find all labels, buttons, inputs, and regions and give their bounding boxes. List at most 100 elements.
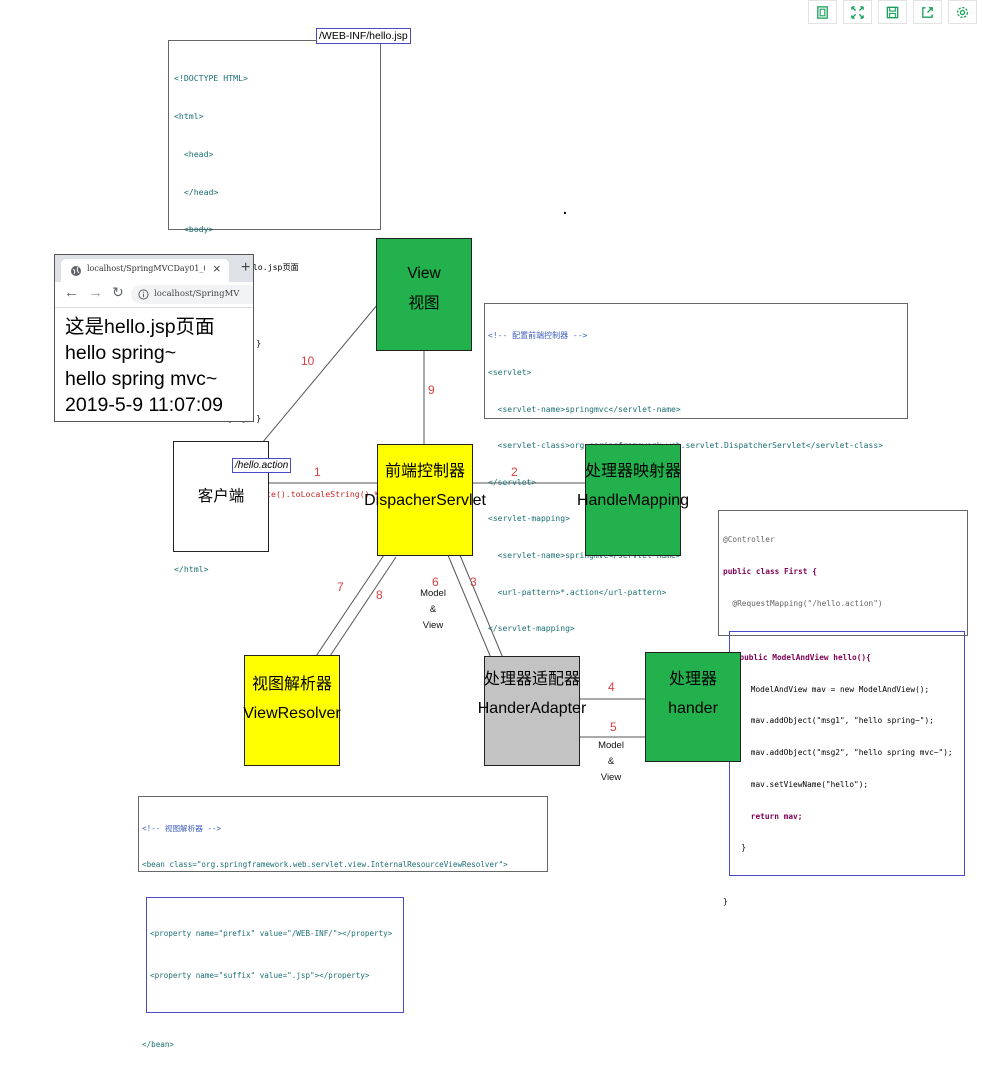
code-line: @RequestMapping("/hello.action") — [723, 599, 963, 610]
step-label-9: 9 — [428, 383, 435, 397]
view-text: View — [600, 772, 622, 783]
step-label-7: 7 — [337, 580, 344, 594]
controller-code-text: @Controller public class First { @Reques… — [723, 514, 965, 929]
view-resolver-label-zh: 视图解析器 — [251, 676, 332, 693]
stray-dot: . — [563, 201, 567, 217]
settings-button[interactable] — [948, 0, 977, 24]
handler-adapter-label-zh: 处理器适配器 — [484, 671, 581, 688]
share-icon — [922, 6, 933, 18]
model-text: Model — [598, 740, 624, 751]
reload-icon[interactable]: ↻ — [112, 284, 124, 300]
model-text: Model — [420, 588, 446, 599]
xml-line: </bean> — [142, 1040, 175, 1049]
tab-close-icon[interactable]: × — [213, 261, 221, 276]
step-label-5: 5 — [610, 720, 617, 734]
dispatcher-node-label-en: DispacherServlet — [364, 492, 486, 509]
xml-line: <!-- 视图解析器 --> — [142, 824, 222, 833]
browser-tab[interactable]: localhost/SpringMVCDay01_02_i × — [61, 259, 229, 282]
step-label-6: 6 — [432, 575, 439, 589]
jsp-line: <head> — [174, 148, 214, 159]
view-resolver-node: 视图解析器 ViewResolver — [243, 655, 341, 766]
save-button[interactable] — [878, 0, 907, 24]
page-line: 2019-5-9 11:07:09 — [65, 394, 223, 416]
dispatcher-xml-box: <!-- 配置前端控制器 --> <servlet> <servlet-name… — [484, 303, 908, 633]
step-label-2: 2 — [511, 465, 518, 479]
browser-page-content: 这是hello.jsp页面 hello spring~ hello spring… — [55, 308, 253, 418]
handler-label-zh: 处理器 — [668, 671, 717, 688]
share-button[interactable] — [913, 0, 942, 24]
top-toolbar — [808, 0, 977, 24]
line-dispatcher-to-adapter-a — [444, 547, 492, 659]
info-icon — [138, 289, 149, 300]
line-dispatcher-to-resolver-b — [323, 556, 397, 666]
ampersand-text: & — [429, 604, 437, 615]
handler-mapping-node: 处理器映射器 HandleMapping — [577, 444, 689, 556]
code-line: } — [723, 897, 728, 907]
client-url-tag: /hello.action — [232, 458, 292, 473]
xml-line: <bean class="org.springframework.web.ser… — [142, 860, 508, 869]
jsp-line: </head> — [174, 186, 219, 197]
fit-page-icon — [817, 5, 828, 19]
view-node-label-en: View — [407, 265, 441, 282]
view-text: View — [422, 620, 444, 631]
controller-code-box: @Controller public class First { @Reques… — [718, 510, 968, 906]
browser-window: localhost/SpringMVCDay01_02_i × + ← → ↻ … — [54, 254, 254, 422]
handler-node: 处理器 hander — [645, 652, 741, 762]
code-line: mav.addObject("msg1", "hello spring~"); — [732, 716, 934, 726]
code-line: return mav; — [732, 811, 803, 821]
step-label-10: 10 — [301, 354, 315, 368]
jsp-line: <html> — [174, 110, 204, 121]
browser-tab-title: localhost/SpringMVCDay01_02_i — [87, 264, 205, 273]
client-node-label: 客户端 — [197, 487, 245, 505]
browser-nav-bar: ← → ↻ localhost/SpringMV — [55, 282, 253, 308]
back-arrow-icon[interactable]: ← — [64, 284, 79, 301]
step-label-1: 1 — [314, 465, 321, 479]
dispatcher-node-label-zh: 前端控制器 — [384, 463, 465, 480]
expand-icon — [851, 5, 864, 19]
jsp-path-tag: /WEB-INF/hello.jsp — [316, 28, 411, 44]
line-dispatcher-to-resolver-a — [309, 554, 385, 666]
xml-line: <servlet-name>springmvc</servlet-name> — [488, 404, 681, 414]
xml-line: <url-pattern>*.action</url-pattern> — [488, 587, 667, 597]
resolver-xml-text: <!-- 视图解析器 --> <bean class="org.springfr… — [142, 799, 544, 1075]
dispatcher-node: 前端控制器 DispacherServlet — [364, 444, 486, 556]
line-view-to-client — [251, 291, 389, 456]
jsp-line: <body> — [174, 224, 214, 235]
page-line: hello spring~ — [65, 342, 177, 364]
handler-adapter-label-en: HanderAdapter — [477, 700, 587, 717]
address-text: localhost/SpringMV — [154, 289, 240, 299]
fit-page-button[interactable] — [808, 0, 837, 24]
code-line: public ModelAndView hello(){ — [730, 652, 871, 662]
code-line: } — [732, 843, 747, 853]
settings-icon — [956, 6, 969, 18]
model-view-label-dispatcher: Model & View — [415, 586, 451, 634]
xml-line: <servlet> — [488, 368, 532, 378]
new-tab-button[interactable]: + — [241, 259, 251, 276]
handler-adapter-node: 处理器适配器 HanderAdapter — [478, 656, 586, 766]
forward-arrow-icon[interactable]: → — [88, 284, 103, 301]
code-line: mav.setViewName("hello"); — [732, 779, 869, 789]
xml-line: <servlet-mapping> — [488, 514, 570, 524]
xml-line: <property name="prefix" value="/WEB-INF/… — [150, 929, 393, 938]
xml-line: </servlet-mapping> — [488, 624, 575, 634]
code-line: mav.addObject("msg2", "hello spring mvc~… — [732, 748, 953, 758]
page-line: hello spring mvc~ — [65, 368, 218, 390]
connector-lines — [251, 291, 645, 738]
jsp-line: </html> — [174, 564, 209, 575]
xml-line: <servlet-class>org.springframework.web.s… — [488, 441, 883, 451]
property-highlight: <property name="prefix" value="/WEB-INF/… — [146, 897, 404, 1013]
view-node-label-zh: 视图 — [408, 295, 440, 312]
code-line: ModelAndView mav = new ModelAndView(); — [732, 684, 930, 694]
expand-button[interactable] — [843, 0, 872, 24]
code-line: public class First { — [723, 566, 817, 576]
jsp-line: <!DOCTYPE HTML> — [174, 73, 248, 84]
globe-icon — [71, 266, 81, 276]
step-label-8: 8 — [376, 588, 383, 602]
method-highlight: public ModelAndView hello(){ ModelAndVie… — [729, 630, 965, 877]
xml-line: </servlet> — [488, 477, 537, 487]
code-line: @Controller — [723, 535, 775, 545]
address-bar[interactable]: localhost/SpringMV — [131, 285, 253, 304]
resolver-xml-box: <!-- 视图解析器 --> <bean class="org.springfr… — [138, 796, 548, 1049]
xml-line: <property name="suffix" value=".jsp"></p… — [150, 971, 370, 980]
browser-tab-strip: localhost/SpringMVCDay01_02_i × + — [55, 255, 253, 282]
